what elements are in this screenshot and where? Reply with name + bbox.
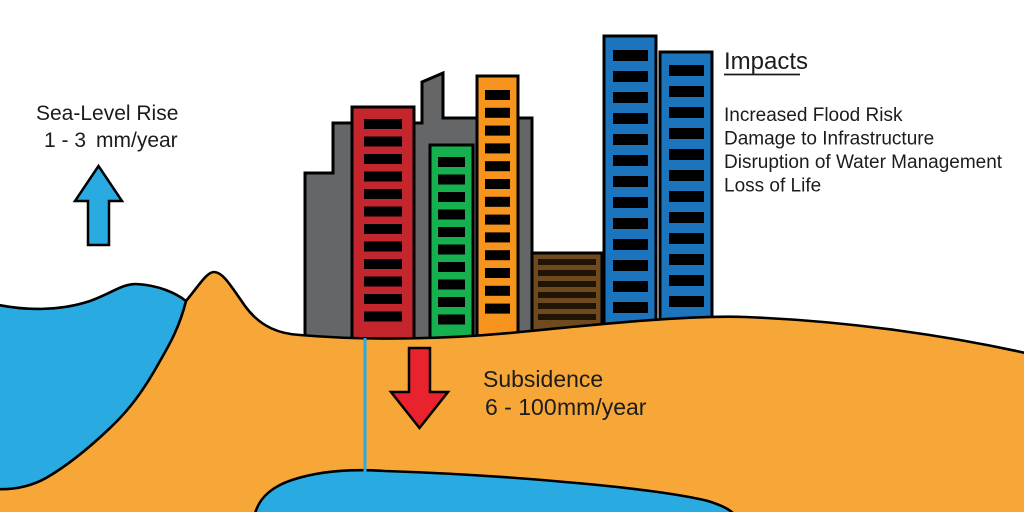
impact-item-water-management: Disruption of Water Management bbox=[724, 152, 1003, 173]
building-window bbox=[669, 275, 704, 286]
building-window bbox=[364, 119, 402, 129]
building-window bbox=[669, 296, 704, 307]
building-window bbox=[438, 157, 465, 167]
building-window bbox=[538, 292, 596, 298]
building-window bbox=[364, 241, 402, 252]
building-window bbox=[613, 50, 648, 61]
building-window bbox=[613, 92, 648, 103]
building-green-tower bbox=[428, 143, 475, 344]
building-window bbox=[669, 191, 704, 202]
building-window bbox=[364, 294, 402, 304]
building-window bbox=[669, 233, 704, 244]
building-window bbox=[438, 192, 465, 202]
sea-level-rise-arrow-icon bbox=[72, 163, 125, 247]
subsidence-label: Subsidence bbox=[483, 366, 603, 392]
building-window bbox=[485, 268, 510, 278]
building-window bbox=[364, 154, 402, 164]
building-window bbox=[613, 218, 648, 229]
subsidence-unit: mm/year bbox=[557, 394, 647, 420]
building-window bbox=[669, 170, 704, 181]
building-window bbox=[364, 224, 402, 234]
building-window bbox=[485, 214, 510, 225]
building-window bbox=[364, 276, 402, 287]
building-brown-low-building bbox=[530, 251, 604, 338]
building-window bbox=[538, 314, 596, 320]
building-window bbox=[485, 285, 510, 296]
building-window bbox=[538, 281, 596, 287]
building-window bbox=[485, 90, 510, 100]
building-window bbox=[613, 197, 648, 208]
building-window bbox=[613, 113, 648, 124]
building-window bbox=[485, 107, 510, 118]
building-window bbox=[669, 149, 704, 160]
building-window bbox=[438, 279, 465, 290]
building-window bbox=[538, 259, 596, 265]
building-window bbox=[613, 71, 648, 82]
building-window bbox=[438, 244, 465, 255]
building-window bbox=[485, 303, 510, 314]
building-orange-tower bbox=[475, 74, 520, 344]
building-window bbox=[613, 155, 648, 166]
impact-item-loss-of-life: Loss of Life bbox=[724, 176, 821, 197]
building-window bbox=[613, 134, 648, 145]
building-window bbox=[364, 311, 402, 322]
building-window bbox=[669, 254, 704, 265]
building-window bbox=[438, 297, 465, 307]
impacts-heading: Impacts bbox=[724, 48, 808, 75]
building-window bbox=[485, 161, 510, 172]
building-window bbox=[669, 212, 704, 223]
building-window bbox=[669, 65, 704, 76]
subsidence-range: 6 - 100 bbox=[485, 394, 557, 420]
building-window bbox=[613, 260, 648, 271]
building-window bbox=[613, 281, 648, 292]
building-window bbox=[438, 227, 465, 237]
building-window bbox=[613, 176, 648, 187]
building-window bbox=[364, 171, 402, 182]
building-window bbox=[669, 86, 704, 97]
building-window bbox=[438, 314, 465, 325]
building-blue-tower-2 bbox=[658, 50, 714, 330]
building-window bbox=[438, 209, 465, 220]
building-window bbox=[364, 136, 402, 147]
building-window bbox=[485, 250, 510, 261]
building-red-tower bbox=[350, 105, 416, 344]
building-window bbox=[364, 206, 402, 217]
building-window bbox=[438, 174, 465, 185]
sea-level-rise-unit: mm/year bbox=[96, 129, 178, 152]
building-window bbox=[485, 125, 510, 136]
building-window bbox=[613, 302, 648, 313]
building-window bbox=[364, 189, 402, 199]
building-window bbox=[364, 259, 402, 269]
subsidence-arrow-icon bbox=[388, 346, 451, 431]
building-window bbox=[438, 262, 465, 272]
building-window bbox=[485, 143, 510, 154]
building-window bbox=[485, 232, 510, 243]
building-window bbox=[485, 196, 510, 207]
building-window bbox=[485, 179, 510, 189]
building-window bbox=[538, 303, 596, 309]
impact-item-infrastructure: Damage to Infrastructure bbox=[724, 129, 934, 150]
building-window bbox=[669, 128, 704, 139]
impact-item-flood-risk: Increased Flood Risk bbox=[724, 105, 903, 126]
sea-level-rise-range: 1 - 3 bbox=[44, 129, 86, 152]
groundwater-body bbox=[254, 468, 734, 512]
building-window bbox=[669, 107, 704, 118]
building-window bbox=[538, 270, 596, 276]
building-window bbox=[613, 239, 648, 250]
building-blue-tower-1 bbox=[602, 34, 658, 334]
sea-level-rise-label: Sea-Level Rise bbox=[36, 102, 178, 125]
sea-water bbox=[0, 282, 188, 491]
